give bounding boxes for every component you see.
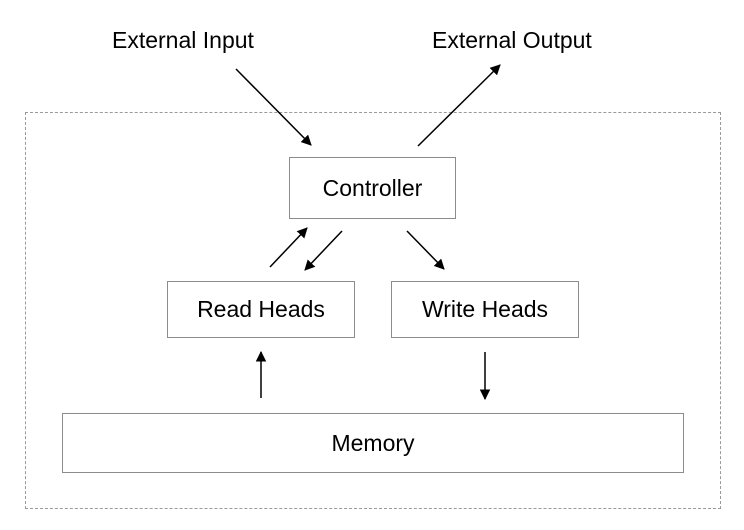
arrow-controller-to-output	[417, 64, 501, 147]
system-boundary-frame	[25, 112, 721, 509]
controller-box: Controller	[289, 157, 456, 219]
write-heads-label: Write Heads	[421, 296, 549, 322]
arrow-readheads-to-controller	[269, 227, 308, 268]
external-input-label: External Input	[112, 27, 254, 53]
memory-label: Memory	[331, 429, 415, 456]
write-heads-box: Write Heads	[391, 281, 579, 338]
read-heads-label: Read Heads	[197, 296, 325, 322]
read-heads-box: Read Heads	[167, 281, 355, 338]
memory-box: Memory	[62, 413, 684, 473]
arrow-controller-to-readheads	[304, 230, 343, 271]
controller-label: Controller	[322, 174, 423, 201]
external-output-label: External Output	[432, 27, 592, 53]
arrow-input-to-controller	[235, 68, 312, 146]
arrow-controller-to-writeheads	[406, 230, 445, 270]
